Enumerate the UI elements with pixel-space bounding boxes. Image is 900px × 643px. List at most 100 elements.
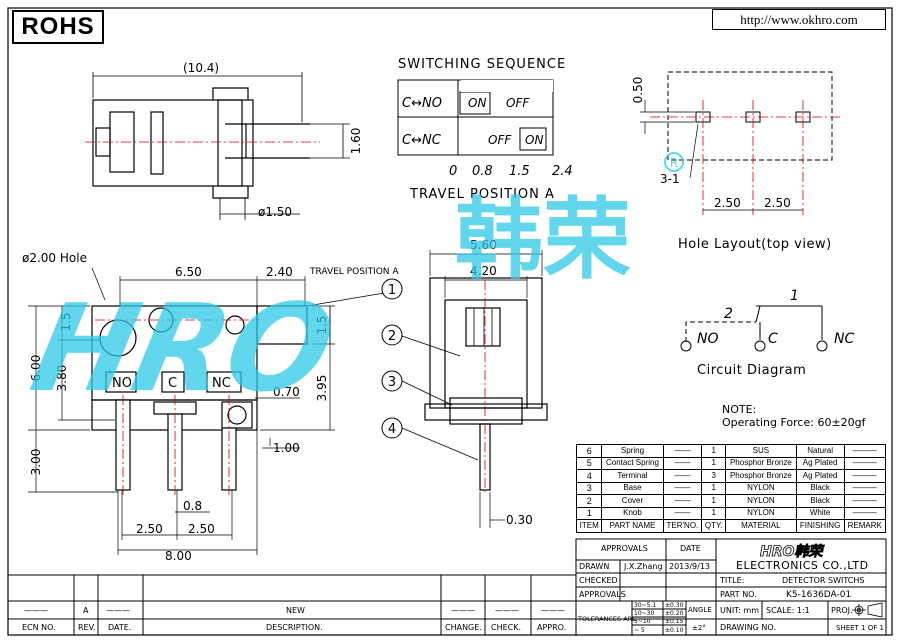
front-dim-650: 6.50	[175, 265, 202, 279]
hole-dim-pitch1: 2.50	[714, 196, 741, 210]
bom-cell: Contact Spring	[601, 456, 664, 470]
front-hole-label: ø2.00 Hole	[22, 251, 87, 265]
hole-dim-050: 0.50	[631, 77, 645, 104]
seq-tick-2: 1.5	[509, 164, 530, 179]
projection-icon	[852, 602, 883, 618]
tb-part-label: PART NO.	[720, 590, 757, 599]
rev-a-appro: ———	[541, 606, 565, 615]
seq-tick-3: 2.4	[552, 164, 573, 179]
bom-cell: ———	[843, 469, 887, 483]
note-force: Operating Force: 60±20gf	[722, 416, 867, 429]
dim-length: (10.4)	[183, 61, 219, 75]
bom-cell: 1	[575, 506, 603, 520]
side-balloons	[381, 278, 403, 439]
tb-tol-value-3: ±0.10	[665, 627, 684, 634]
tb-title-label: TITLE:	[719, 576, 744, 585]
tb-approvals: APPROVALS	[601, 544, 648, 553]
bom-cell: NYLON	[725, 506, 797, 520]
balloon-1-label: 1	[388, 283, 396, 298]
bom-cell: Spring	[601, 444, 664, 458]
tb-drawing-no: DRAWING NO.	[720, 623, 776, 632]
tb-tol-range-2: 5~10	[634, 618, 651, 625]
side-view	[306, 250, 548, 528]
side-view-body	[429, 277, 543, 409]
tb-unit: UNIT: mm	[720, 606, 759, 615]
bom-cell: Base	[601, 481, 664, 495]
front-dim-395: 3.95	[315, 375, 329, 402]
sheet-border	[7, 7, 893, 636]
seq-row1-on: ON	[468, 96, 486, 110]
rev-h-rev: REV.	[78, 623, 96, 632]
bom-header-finishing: FINISHING	[795, 519, 845, 533]
bom-header-qty: QTY.	[701, 519, 727, 533]
circuit-diagram	[680, 305, 828, 352]
bom-cell: Cover	[601, 494, 664, 508]
note-title: NOTE:	[722, 403, 756, 416]
watermark-cn: 韩荣	[455, 188, 631, 291]
bom-cell: ——	[662, 481, 703, 495]
balloon-2	[381, 324, 403, 346]
tb-part-no: K5-1636DA-01	[786, 590, 851, 600]
circuit-num-2: 2	[724, 306, 733, 322]
bom-cell: Terminal	[601, 469, 664, 483]
tb-proj: PROJ.	[831, 606, 853, 615]
tb-scale: SCALE: 1:1	[766, 606, 810, 615]
svg-text:R: R	[670, 156, 678, 170]
bom-header-item: ITEM	[575, 519, 603, 533]
tb-date: DATE	[680, 544, 701, 553]
balloon-3-label: 3	[388, 375, 396, 390]
bom-cell: ——	[662, 444, 703, 458]
seq-row1-off: OFF	[506, 96, 530, 110]
seq-tick-0: 0	[449, 164, 457, 179]
bom-cell: Ag Plated	[795, 469, 845, 483]
circuit-nc: NC	[834, 331, 854, 347]
circuit-no: NO	[697, 331, 719, 347]
balloon-4-label: 4	[388, 422, 396, 437]
rev-h-change: CHANGE.	[445, 623, 482, 632]
hole-layout	[640, 71, 840, 215]
tb-checked: CHECKED	[579, 576, 618, 585]
bom-cell: Knob	[601, 506, 664, 520]
tb-approvals2: APPROVALS	[579, 590, 626, 599]
bom-cell: NYLON	[725, 481, 797, 495]
tb-angle-val: ±2°	[692, 624, 706, 632]
rev-h-check: CHECK.	[491, 623, 521, 632]
front-travel-label: TRAVEL POSITION A	[309, 267, 399, 277]
front-dim-800: 8.00	[165, 549, 192, 563]
bom-cell: ——	[662, 506, 703, 520]
switching-title: SWITCHING SEQUENCE	[398, 57, 566, 72]
bom-cell: ———	[843, 494, 887, 508]
top-view-body	[92, 99, 254, 187]
bom-header-row: ITEM PART NAME TER'NO. QTY. MATERIAL FIN…	[575, 519, 887, 533]
tb-angle: ANGLE	[688, 606, 712, 614]
front-dim-240: 2.40	[266, 265, 293, 279]
rev-a-rev: A	[83, 606, 89, 615]
bom-cell: 3	[701, 469, 727, 483]
bom-cell: 2	[575, 494, 603, 508]
rev-h-ecn: ECN NO.	[22, 623, 56, 632]
bom-cell: ——	[662, 456, 703, 470]
bom-cell: 3	[575, 481, 603, 495]
balloon-3	[381, 370, 403, 392]
front-terminals	[95, 319, 260, 495]
bom-cell: 1	[701, 506, 727, 520]
bom-header-material: MATERIAL	[725, 519, 797, 533]
rev-a-check: ———	[495, 606, 519, 615]
top-view	[85, 72, 350, 220]
circuit-caption: Circuit Diagram	[697, 363, 806, 378]
pin-nc-label: NC	[212, 376, 231, 391]
balloon-1	[381, 278, 403, 300]
revision-table-grid	[8, 574, 576, 635]
tb-drawn: DRAWN	[579, 562, 609, 571]
front-dim-250a: 2.50	[136, 522, 163, 536]
bom-cell: Phosphor Bronze	[725, 469, 797, 483]
tb-tol-range-1: 10~30	[634, 610, 654, 617]
bom-cell: ———	[843, 456, 887, 470]
front-dim-08: 0.8	[183, 499, 202, 513]
rohs-badge: ROHS	[12, 10, 104, 44]
